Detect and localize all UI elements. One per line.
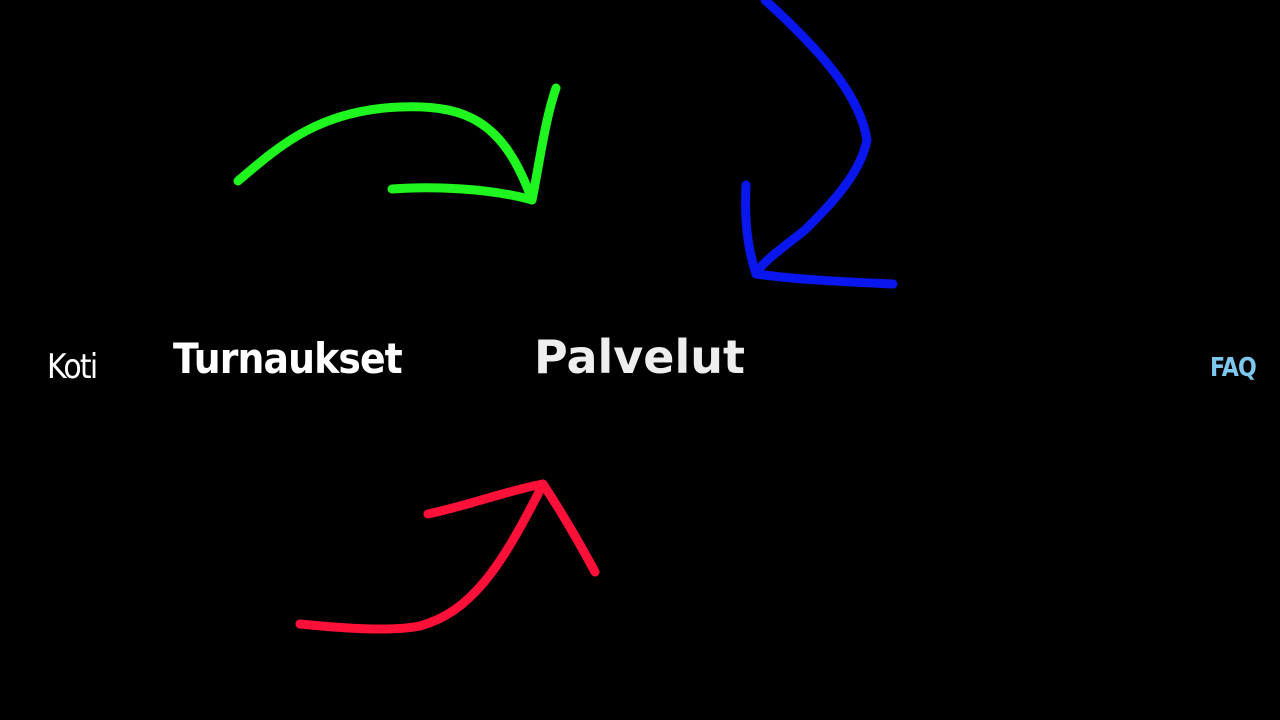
nav-link-palvelut[interactable]: Palvelut: [534, 330, 745, 384]
nav-link-turnaukset[interactable]: Turnaukset: [173, 334, 403, 383]
nav-link-koti[interactable]: Koti: [47, 347, 98, 387]
nav-link-faq[interactable]: FAQ: [1210, 353, 1257, 383]
